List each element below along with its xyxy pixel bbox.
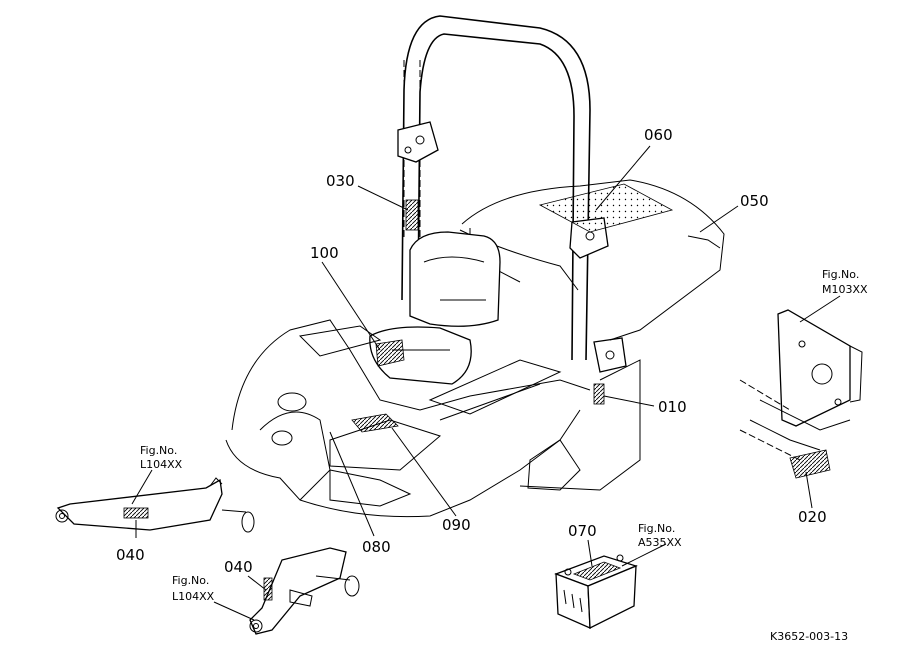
drawing-code: K3652-003-13 [770, 630, 848, 643]
fig-ref-l104xx-lower: Fig.No. L104XX [172, 574, 215, 603]
svg-text:Fig.No.: Fig.No. [822, 268, 859, 281]
svg-text:L104XX: L104XX [172, 590, 215, 603]
decal-090 [351, 413, 399, 433]
label-020: 020 [798, 508, 827, 526]
seat [369, 231, 501, 385]
label-010: 010 [658, 398, 687, 416]
left-arm-lower [249, 547, 360, 635]
label-040-upper: 040 [116, 546, 145, 564]
fender-housing [459, 179, 725, 491]
svg-text:A535XX: A535XX [638, 536, 682, 549]
fig-ref-m103xx: Fig.No. M103XX [822, 268, 868, 296]
svg-text:M103XX: M103XX [822, 283, 868, 296]
svg-text:Fig.No.: Fig.No. [140, 444, 177, 457]
leader-lines [131, 145, 841, 621]
decal-100 [375, 339, 405, 367]
svg-text:Fig.No.: Fig.No. [172, 574, 209, 587]
label-080: 080 [362, 538, 391, 556]
label-070: 070 [568, 522, 597, 540]
decal-010 [593, 383, 605, 405]
left-arm-upper [55, 477, 255, 533]
fig-ref-l104xx-upper: Fig.No. L104XX [140, 444, 183, 471]
label-040-lower: 040 [224, 558, 253, 576]
decal-070 [572, 561, 622, 581]
side-bracket [739, 309, 863, 479]
label-050: 050 [740, 192, 769, 210]
battery [554, 554, 638, 630]
svg-text:Fig.No.: Fig.No. [638, 522, 675, 535]
chassis-body [225, 319, 591, 518]
decal-020 [789, 449, 831, 479]
decal-030 [405, 199, 419, 231]
label-030: 030 [326, 172, 355, 190]
decal-060 [538, 183, 674, 233]
label-090: 090 [442, 516, 471, 534]
fig-ref-a535xx: Fig.No. A535XX [638, 522, 682, 549]
label-100: 100 [310, 244, 339, 262]
svg-text:L104XX: L104XX [140, 458, 183, 471]
label-060: 060 [644, 126, 673, 144]
